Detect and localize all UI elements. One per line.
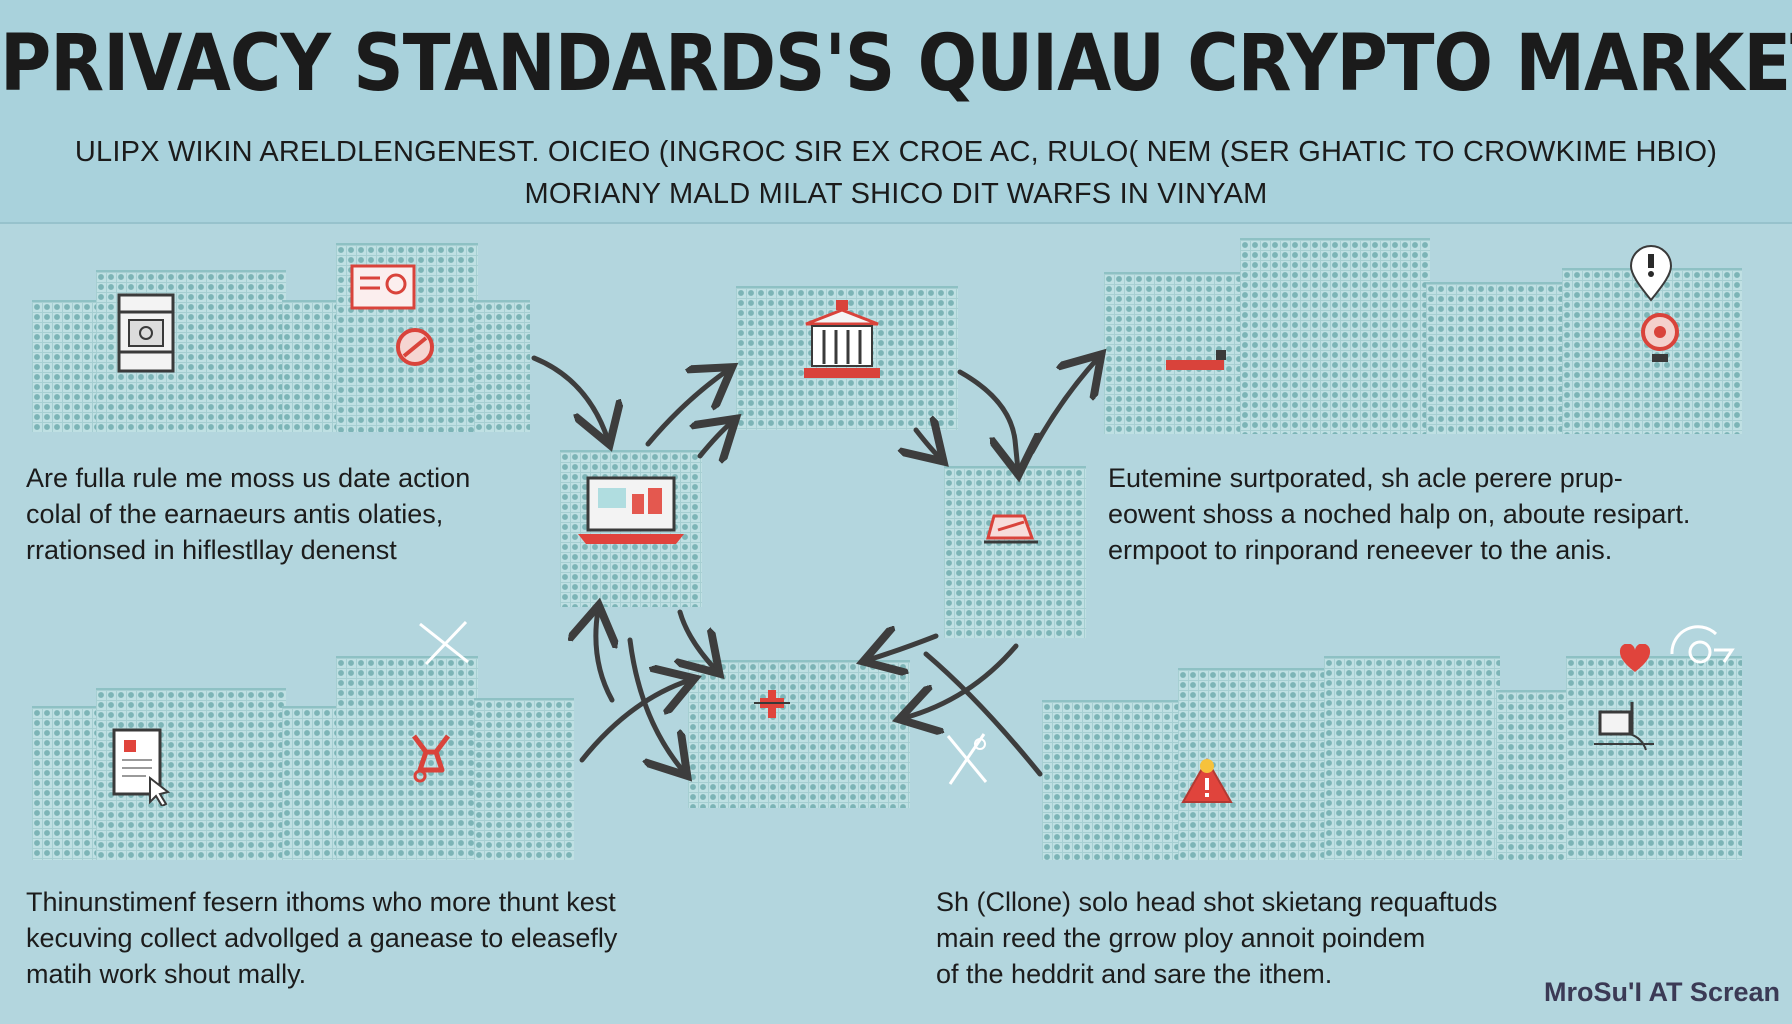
paragraph-top-right-line-2: eowent shoss a noched halp on, aboute re… <box>1108 499 1691 529</box>
grid-block-bottom-left-3 <box>282 706 342 860</box>
paragraph-top-left-line-1: Are fulla rule me moss us date action <box>26 463 471 493</box>
grid-block-bottom-right-3 <box>1324 656 1500 860</box>
paragraph-bottom-left-line-3: matih work shout mally. <box>26 959 307 989</box>
subtitle-line-2: MORIANY MALD MILAT SHICO DIT WARFS IN VI… <box>524 178 1268 210</box>
arrow-topleft-to-laptop <box>531 355 608 440</box>
grid-block-bottom-right-1 <box>1042 700 1182 860</box>
red-bar-icon <box>1166 350 1226 370</box>
document-cursor-icon <box>112 728 171 806</box>
desk-computer-icon <box>1594 702 1654 751</box>
arrow-laptop-to-topcenter <box>645 370 728 447</box>
cross-icon <box>754 690 790 718</box>
paragraph-top-left-line-2: colal of the earnaeurs antis olaties, <box>26 499 444 529</box>
webcam-icon <box>1641 313 1679 362</box>
paragraph-top-left-line-3: rrationsed in hiflestllay denenst <box>26 535 397 565</box>
arrow-laptop-down-right <box>627 637 684 772</box>
no-entry-icon <box>396 328 434 366</box>
paragraph-top-right: Eutemine surtporated, sh acle perere pru… <box>1108 460 1690 568</box>
grid-block-bottom-right-4 <box>1496 690 1570 860</box>
paragraph-top-left: Are fulla rule me moss us date action co… <box>26 460 470 568</box>
arrow-bottomleft-to-center <box>579 680 690 763</box>
grid-block-top-right-2 <box>1240 238 1430 434</box>
laptop-icon <box>578 476 684 544</box>
paragraph-top-right-line-3: ermpoot to rinporand reneever to the ani… <box>1108 535 1613 565</box>
crossed-tools-icon <box>419 620 469 666</box>
paragraph-bottom-left-line-2: kecuving collect advollged a ganease to … <box>26 923 618 953</box>
arrow-right-to-topright <box>1029 358 1098 455</box>
crossed-tools-icon-2 <box>946 733 988 785</box>
page-title: PRIVACY STANDARDS'S QUIAU CRYPTO MARKET? <box>0 17 1792 109</box>
paragraph-bottom-left-line-1: Thinunstimenf fesern ithoms who more thu… <box>26 887 616 917</box>
arrow-topcenter-loop <box>957 369 1018 470</box>
grid-block-top-right-3 <box>1426 282 1566 434</box>
wrench-icon <box>412 734 450 783</box>
arrow-middleright-to-center <box>868 636 939 660</box>
arrow-laptop-to-bottomcenter <box>680 609 716 670</box>
document-signing-icon <box>984 514 1038 544</box>
arrow-topcenter-down <box>916 430 940 458</box>
footer-credit: MroSu'I AT Screan <box>1544 977 1780 1007</box>
subtitle-line-1: ULIPX WIKIN ARELDLENGENEST. OICIEO (INGR… <box>74 136 1718 168</box>
grid-block-top-left-5 <box>474 300 530 432</box>
bank-building-icon <box>804 300 880 378</box>
grid-block-bottom-left-5 <box>474 698 574 860</box>
id-card-icon <box>350 264 416 310</box>
heart-icon <box>1619 644 1651 672</box>
grid-block-top-right-1 <box>1104 272 1244 434</box>
arrow-laptop-up-short <box>700 422 732 456</box>
paragraph-top-right-line-1: Eutemine surtporated, sh acle perere pru… <box>1108 463 1623 493</box>
grid-block-bottom-center <box>688 660 910 808</box>
paragraph-bottom-left: Thinunstimenf fesern ithoms who more thu… <box>26 884 617 992</box>
paragraph-bottom-right-line-2: main reed the grrow ploy annoit poindem <box>936 923 1426 953</box>
grid-block-top-left-3 <box>282 300 342 432</box>
arrow-center-to-bottomright <box>923 651 1043 777</box>
grid-block-middle-right <box>944 466 1086 638</box>
eye-icon <box>1670 625 1735 664</box>
grid-block-top-right-4 <box>1562 268 1742 434</box>
header-banner: PRIVACY STANDARDS'S QUIAU CRYPTO MARKET?… <box>0 0 1792 224</box>
grid-block-bottom-left-1 <box>32 706 102 860</box>
warning-icon <box>1181 757 1233 803</box>
location-pin-icon <box>1629 245 1673 302</box>
paragraph-bottom-right-line-1: Sh (Cllone) solo head shot skietang requ… <box>936 887 1498 917</box>
grid-block-top-left-1 <box>32 300 102 432</box>
grid-block-bottom-right-5 <box>1566 656 1742 860</box>
arrow-bottomcenter-to-laptop <box>596 610 612 703</box>
server-rack-icon <box>117 293 175 373</box>
paragraph-bottom-right: Sh (Cllone) solo head shot skietang requ… <box>936 884 1497 992</box>
grid-block-bottom-left-4 <box>336 656 478 860</box>
paragraph-bottom-right-line-3: of the heddrit and sare the ithem. <box>936 959 1333 989</box>
